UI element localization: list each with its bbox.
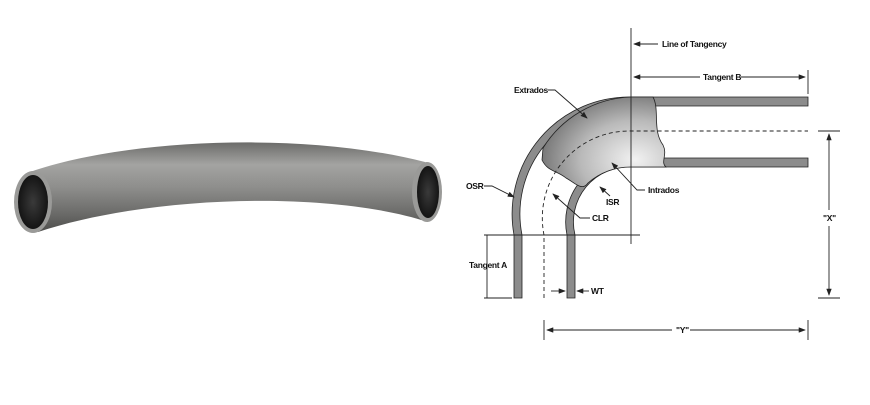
outer-wall [511,96,809,299]
label-line-of-tangency: Line of Tangency [662,39,727,49]
pipe-bend-photo [0,100,450,280]
label-clr: CLR [592,213,609,223]
pipe-right-opening [417,166,439,218]
label-tangent-a: Tangent A [469,260,507,270]
bend-cutaway [541,96,668,187]
centerline [541,130,808,298]
label-tangent-b: Tangent B [703,72,741,82]
label-x-dimension: "X" [823,213,836,223]
inner-wall [565,157,809,299]
label-osr: OSR [466,181,484,191]
bend-dimension-drawing: Line of Tangency Tangent B Extrados Intr… [466,28,840,340]
label-extrados: Extrados [514,85,549,95]
label-y-dimension: "Y" [676,325,689,335]
label-wt: WT [591,286,605,296]
pipe-left-opening [18,175,48,229]
pipe-bend-image [14,142,442,233]
pipe-body [30,142,428,232]
label-intrados: Intrados [648,185,680,195]
pipe-bend-diagram: Line of Tangency Tangent B Extrados Intr… [450,0,870,400]
label-isr: ISR [606,197,619,207]
